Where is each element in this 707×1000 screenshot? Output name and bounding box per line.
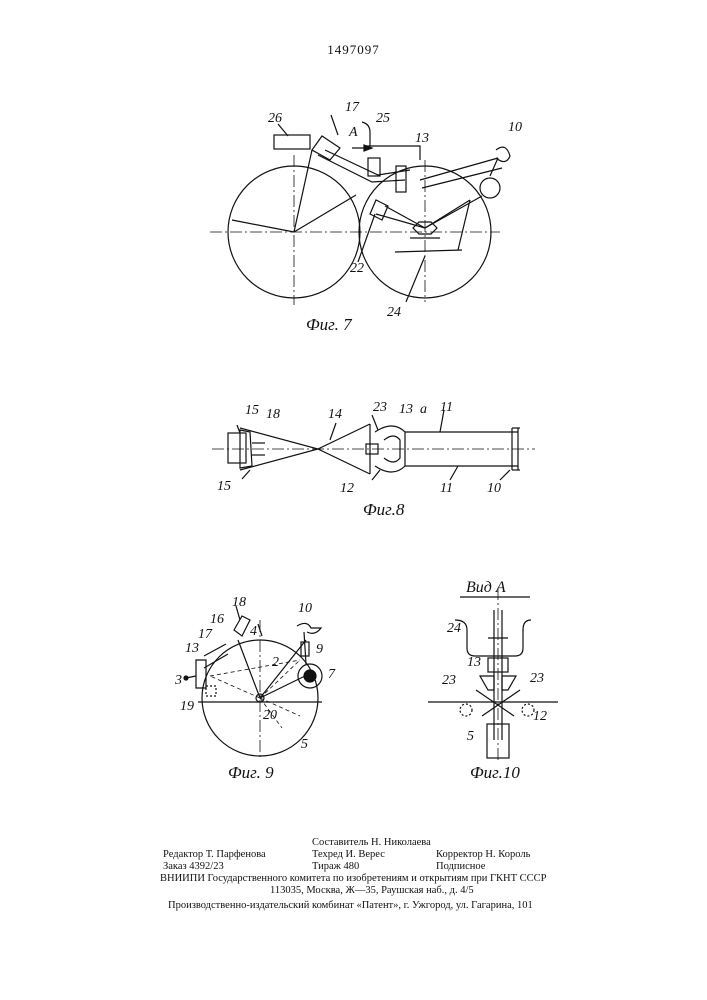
fig10-title: Вид А: [466, 579, 506, 596]
fig9-caption: Фиг. 9: [228, 763, 274, 782]
fig10-label-23-left: 23: [442, 673, 456, 688]
fig8-label-18: 18: [266, 407, 280, 422]
fig9-label-7: 7: [328, 667, 336, 682]
fig7-label-13: 13: [415, 131, 429, 146]
fig10-label-24: 24: [447, 621, 461, 636]
fig8-label-10: 10: [487, 481, 501, 496]
fig9-label-3: 3: [174, 673, 182, 688]
fig8-caption: Фиг.8: [363, 500, 405, 519]
fig9-label-16: 16: [210, 612, 224, 627]
fig10-label-13: 13: [467, 655, 481, 670]
fig7-label-24: 24: [387, 305, 401, 320]
fig8-label-a: a: [420, 402, 427, 417]
figure-8-drawing: [212, 410, 535, 480]
fig8-label-15-top: 15: [245, 403, 259, 418]
fig7-label-22: 22: [350, 261, 364, 276]
fig8-label-14: 14: [328, 407, 342, 422]
fig8-label-12: 12: [340, 481, 354, 496]
fig9-label-19: 19: [180, 699, 194, 714]
fig9-label-9: 9: [316, 642, 323, 657]
fig9-label-20: 20: [263, 708, 277, 723]
imprint-address: 113035, Москва, Ж—35, Раушская наб., д. …: [270, 884, 474, 897]
fig8-label-11-bottom: 11: [440, 481, 453, 496]
fig9-label-13: 13: [185, 641, 199, 656]
fig9-label-10: 10: [298, 601, 312, 616]
fig10-caption: Фиг.10: [470, 763, 520, 782]
fig7-label-26: 26: [268, 111, 282, 126]
fig7-label-A: A: [348, 125, 358, 140]
fig9-label-2: 2: [272, 655, 279, 670]
fig7-caption: Фиг. 7: [306, 315, 353, 334]
fig9-label-18: 18: [232, 595, 246, 610]
fig8-label-11-top: 11: [440, 400, 453, 415]
fig8-label-23: 23: [373, 400, 387, 415]
fig9-label-17: 17: [198, 627, 213, 642]
fig9-label-4: 4: [250, 624, 257, 639]
figure-7-drawing: [210, 115, 510, 305]
fig8-label-15-bottom: 15: [217, 479, 231, 494]
fig7-label-10: 10: [508, 120, 522, 135]
fig7-label-17: 17: [345, 100, 360, 115]
fig7-label-25: 25: [376, 111, 390, 126]
fig10-label-5: 5: [467, 729, 474, 744]
fig9-label-5: 5: [301, 737, 308, 752]
fig10-label-12: 12: [533, 709, 547, 724]
imprint-publisher: Производственно-издательский комбинат «П…: [168, 899, 533, 912]
fig10-label-23-right: 23: [530, 671, 544, 686]
fig8-label-13: 13: [399, 402, 413, 417]
